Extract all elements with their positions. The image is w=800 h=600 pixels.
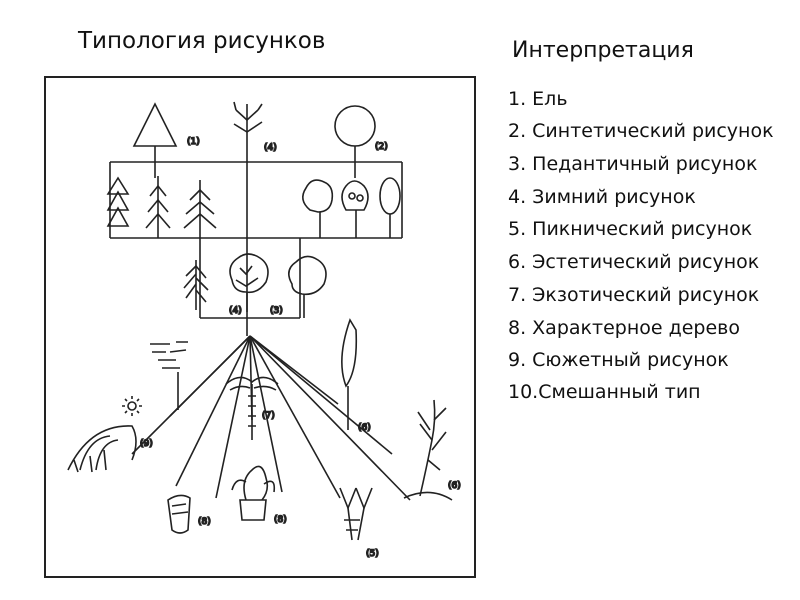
- legend-item-9: 9. Сюжетный рисунок: [508, 349, 729, 371]
- stump-icon: [167, 494, 191, 534]
- label-4-mid: (4): [229, 306, 242, 316]
- label-5: (5): [366, 549, 379, 559]
- oval-tree-icon: [379, 177, 401, 238]
- legend-item-10: 10.Смешанный тип: [508, 381, 701, 403]
- legend-title: Интерпретация: [512, 38, 694, 63]
- label-7: (7): [262, 411, 275, 421]
- round-tree-icon: [334, 105, 376, 147]
- diagram-frame: [44, 76, 476, 578]
- label-2: (2): [375, 142, 388, 152]
- forked-tree-icon: [339, 487, 373, 541]
- middle-connector-lines: [199, 238, 301, 336]
- label-8-left: (8): [198, 517, 211, 527]
- weeping-willow-icon: [67, 425, 137, 473]
- radiating-lines: [131, 335, 411, 501]
- leafy-tree-icon: [302, 179, 334, 238]
- sun-icon: [122, 396, 142, 416]
- legend-item-6: 6. Эстетический рисунок: [508, 251, 760, 273]
- label-6-lower: (6): [448, 481, 461, 491]
- palm-tree-icon: [225, 376, 279, 440]
- bushy-tree-icon: [229, 253, 269, 312]
- winter-tree-icon: [233, 101, 263, 238]
- fir-tree-2-icon: [183, 180, 217, 238]
- legend-item-2: 2. Синтетический рисунок: [508, 120, 774, 142]
- fir-tree-icon: [145, 176, 171, 238]
- rain-lines-icon: [150, 341, 188, 410]
- stacked-triangles-icon: [106, 176, 130, 227]
- label-9: (9): [140, 439, 153, 449]
- label-6-upper: (6): [358, 423, 371, 433]
- label-4-top: (4): [264, 143, 277, 153]
- legend-item-8: 8. Характерное дерево: [508, 317, 740, 339]
- label-3-mid: (3): [270, 306, 283, 316]
- legend-list: 1. Ель 2. Синтетический рисунок 3. Педан…: [508, 86, 800, 411]
- legend-item-4: 4. Зимний рисунок: [508, 186, 696, 208]
- spruce-triangle-icon: [132, 102, 178, 147]
- potted-plant-icon: [231, 465, 276, 521]
- cloud-tree-icon: [288, 255, 327, 318]
- leafy-tree-2-icon: [341, 180, 369, 238]
- bare-tree-icon: [403, 399, 453, 501]
- leaf-shape-icon: [341, 318, 358, 430]
- label-8-right: (8): [274, 515, 287, 525]
- willow-tree-icon: [183, 260, 209, 310]
- legend-item-1: 1. Ель: [508, 88, 568, 110]
- diagram-title: Типология рисунков: [78, 28, 326, 54]
- legend-item-7: 7. Экзотический рисунок: [508, 284, 760, 306]
- legend-item-3: 3. Педантичный рисунок: [508, 153, 758, 175]
- legend-item-5: 5. Пикнический рисунок: [508, 218, 753, 240]
- label-1: (1): [187, 137, 200, 147]
